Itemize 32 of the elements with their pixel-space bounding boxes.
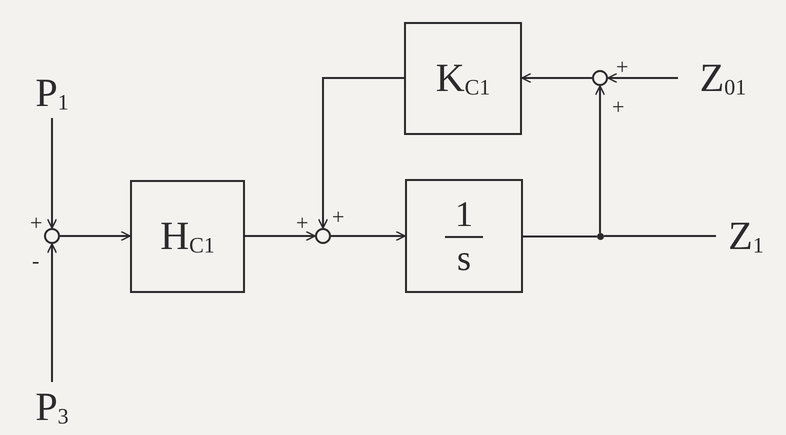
signal-line xyxy=(46,243,58,382)
sign-label: + xyxy=(296,212,308,234)
signal-line xyxy=(60,230,131,242)
signal-line xyxy=(318,77,404,229)
summing-junction xyxy=(592,70,608,86)
transfer-block xyxy=(405,179,523,293)
transfer-block xyxy=(130,180,245,293)
numerator: 1 xyxy=(445,196,483,238)
signal-label: P$_{1}$ xyxy=(35,72,69,114)
signal-line xyxy=(594,85,606,233)
branch-point xyxy=(597,233,604,240)
summing-junction xyxy=(44,228,60,244)
denominator: s xyxy=(456,238,471,276)
block-label: K$_{C1}$ xyxy=(436,58,490,99)
signal-line xyxy=(607,72,678,84)
signal-line xyxy=(331,230,406,242)
signal-line xyxy=(245,230,316,242)
signal-label: Z$_{01}$ xyxy=(700,58,746,98)
sign-label: - xyxy=(32,250,40,272)
sign-label: + xyxy=(616,56,628,78)
signal-label: P$_{3}$ xyxy=(35,386,69,428)
summing-junction xyxy=(315,228,331,244)
block-label: H$_{C1}$ xyxy=(160,216,215,257)
sign-label: + xyxy=(612,96,624,118)
transfer-block xyxy=(404,22,522,135)
signal-line xyxy=(46,118,58,229)
sign-label: + xyxy=(332,206,344,228)
signal-line xyxy=(604,235,716,237)
signal-label: Z$_{1}$ xyxy=(728,216,764,256)
sign-label: + xyxy=(30,212,42,234)
signal-line xyxy=(521,72,592,84)
signal-line xyxy=(523,236,597,238)
